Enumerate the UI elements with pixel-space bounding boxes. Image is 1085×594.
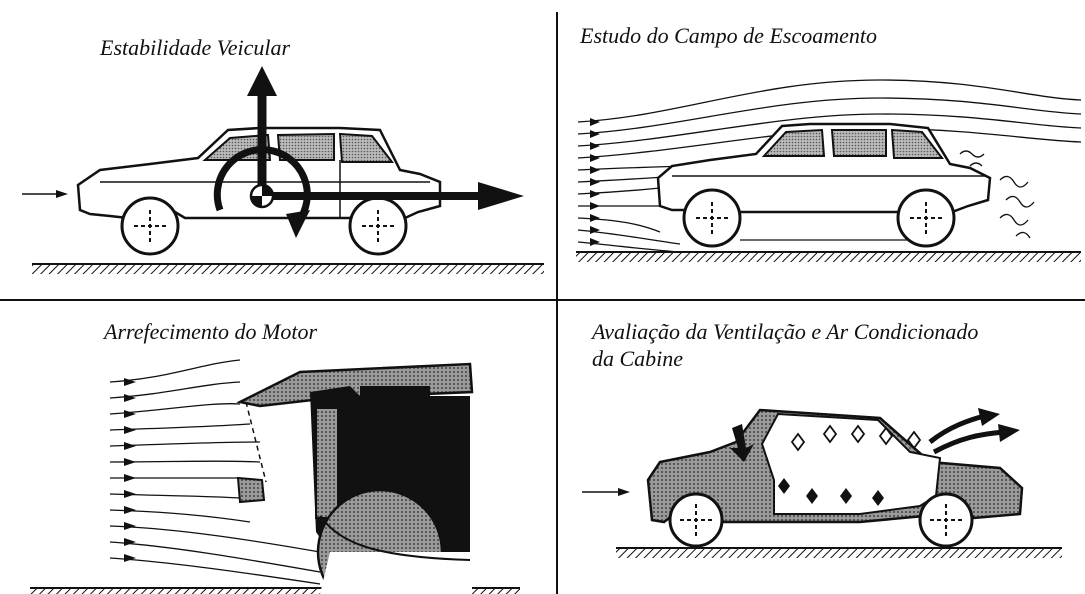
vertical-divider bbox=[556, 12, 558, 594]
caption-cabin-ventilation-line1: Avaliação da Ventilação e Ar Condicionad… bbox=[592, 319, 979, 344]
bumper bbox=[236, 476, 266, 504]
panel-vehicle-stability: Estabilidade Veicular bbox=[0, 0, 555, 298]
radiator bbox=[315, 407, 339, 519]
wake-turbulence bbox=[959, 150, 1035, 239]
caption-cabin-ventilation-line2: da Cabine bbox=[592, 346, 684, 371]
horizontal-divider bbox=[0, 299, 1085, 301]
hood bbox=[236, 362, 474, 408]
cabin-ventilation-illustration bbox=[582, 408, 1062, 558]
vehicle-stability-illustration bbox=[22, 66, 544, 274]
air-intake-arrow bbox=[730, 424, 754, 462]
yaw-moment-arrow bbox=[213, 146, 311, 225]
panel-engine-cooling: Arrefecimento do Motor bbox=[0, 302, 555, 594]
cabin-flow-markers bbox=[790, 424, 922, 452]
ground-hatch bbox=[32, 264, 544, 274]
panel-cabin-ventilation: Avaliação da Ventilação e Ar Condicionad… bbox=[560, 302, 1085, 594]
caption-engine-cooling: Arrefecimento do Motor bbox=[104, 319, 318, 344]
cabin bbox=[760, 412, 942, 515]
flow-field-illustration bbox=[576, 79, 1082, 262]
panel-flow-field: Estudo do Campo de Escoamento bbox=[560, 0, 1085, 298]
engine-cooling-illustration bbox=[30, 359, 520, 594]
rear-wheel bbox=[348, 196, 408, 256]
front-wheel bbox=[120, 196, 180, 256]
caption-flow-field: Estudo do Campo de Escoamento bbox=[580, 23, 877, 48]
caption-vehicle-stability: Estabilidade Veicular bbox=[100, 35, 291, 60]
